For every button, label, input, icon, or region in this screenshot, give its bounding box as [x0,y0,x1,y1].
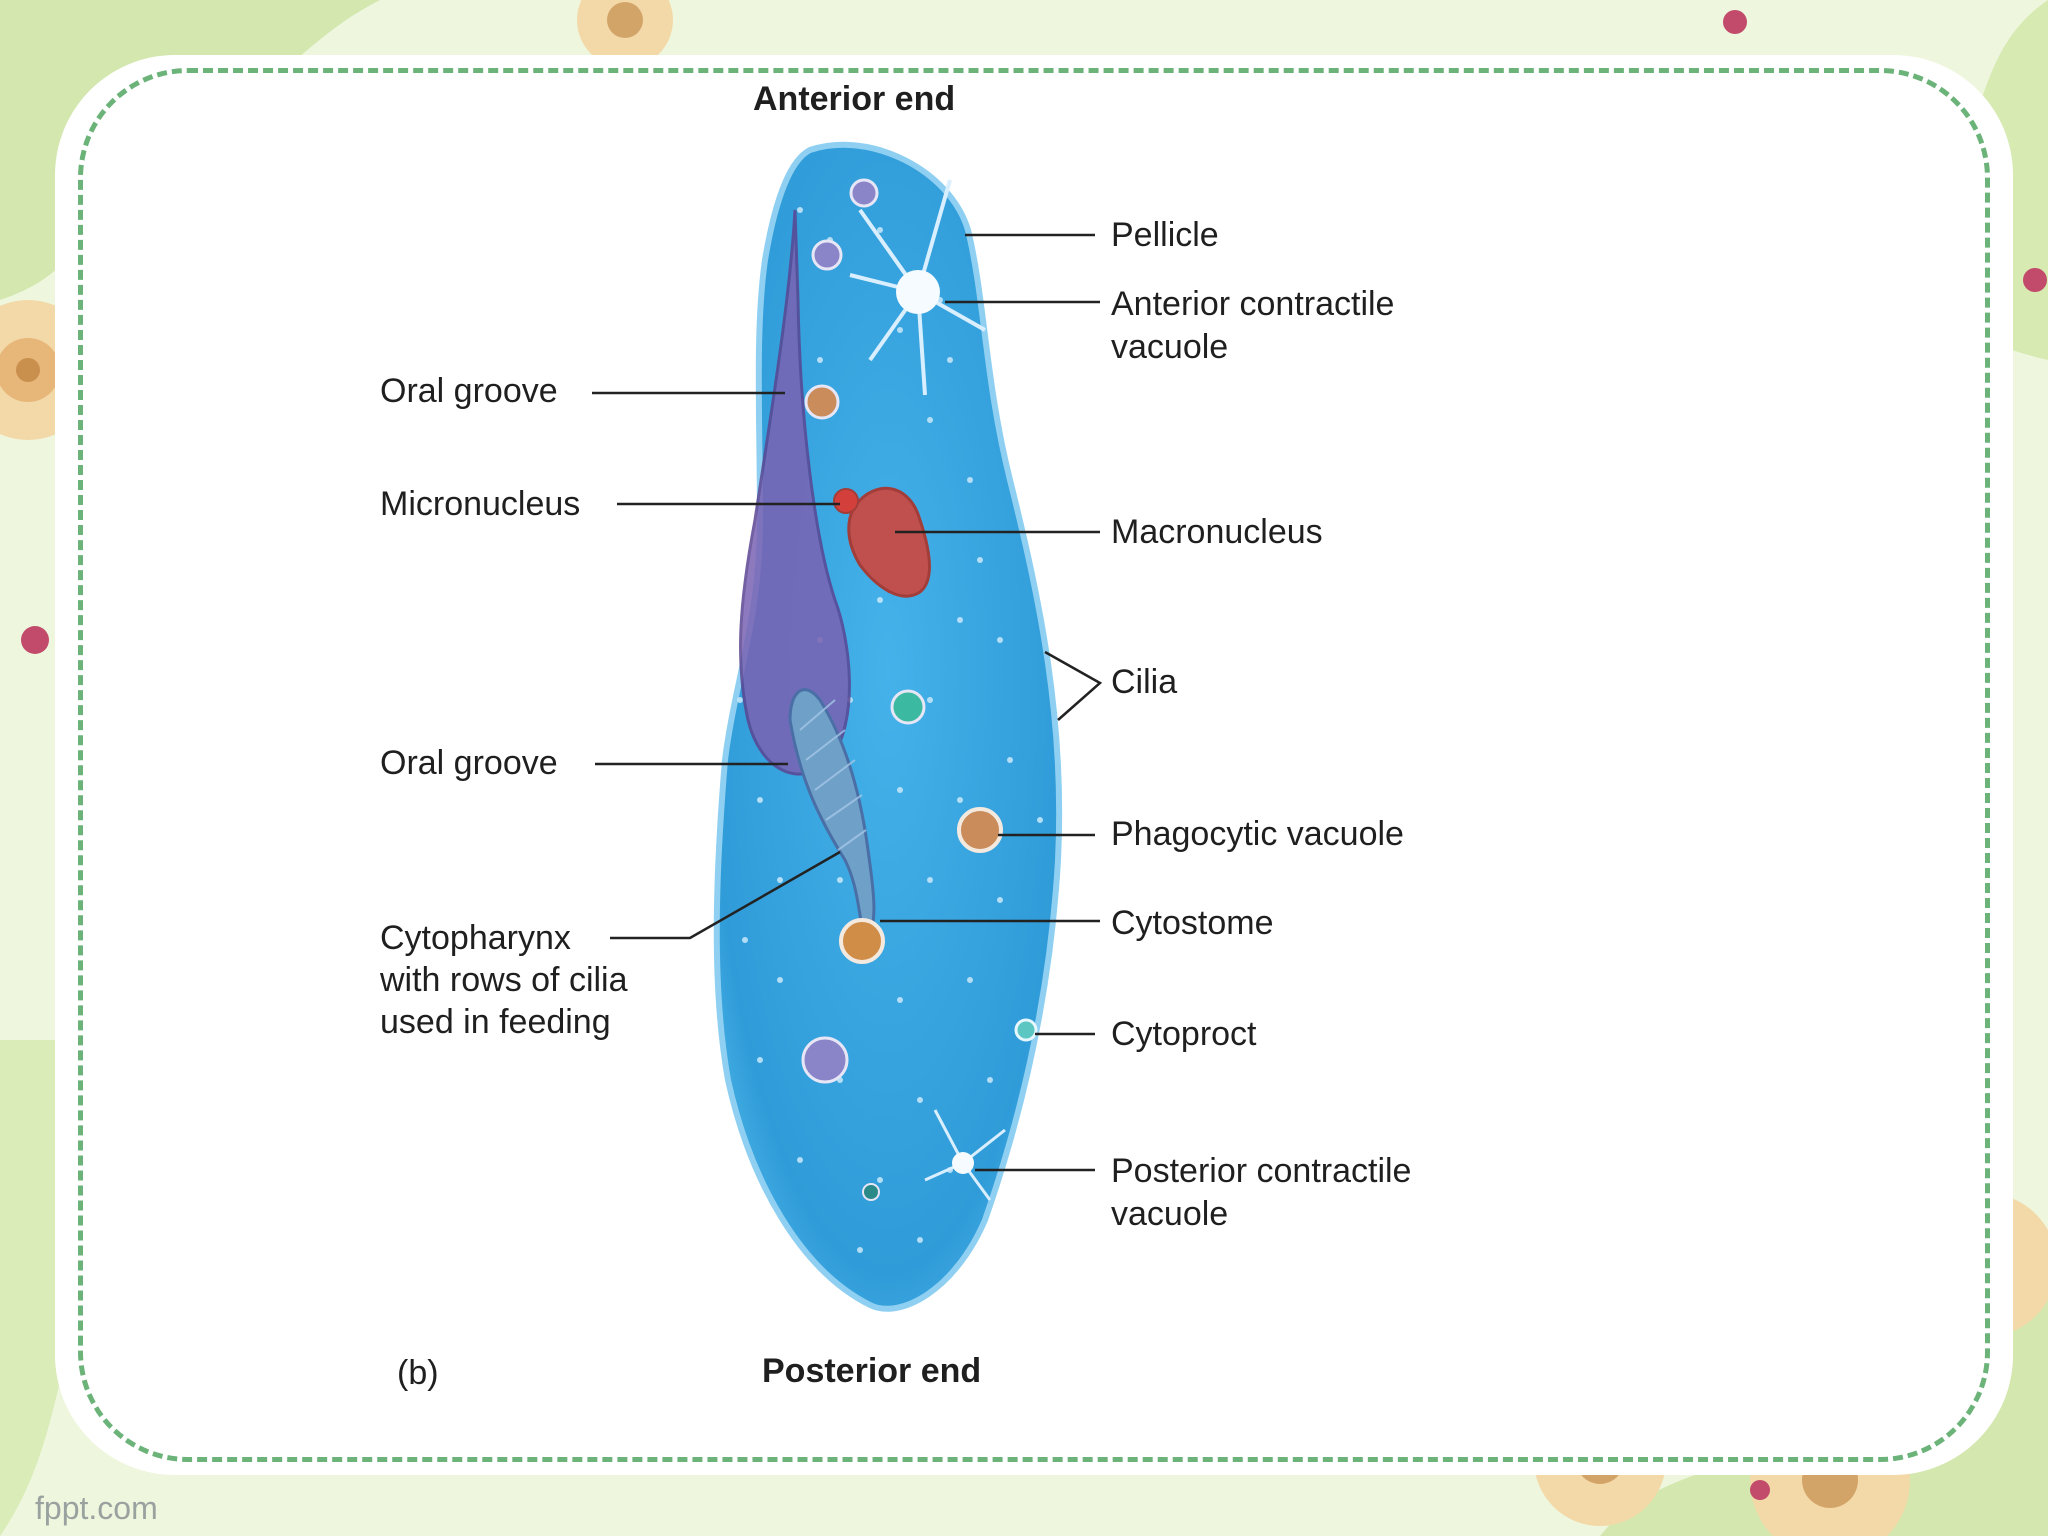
cytoplasm-granules [737,207,1043,1253]
label-oral-groove-lower: Oral groove [380,744,558,782]
posterior-end-label: Posterior end [762,1352,982,1390]
label-posterior-contractile-vacuole-line1: Posterior contractile [1111,1152,1412,1190]
macronucleus [847,486,931,598]
label-posterior-contractile-vacuole-line2: vacuole [1111,1195,1229,1233]
label-cytopharynx-line2: with rows of cilia [380,961,628,999]
label-pellicle: Pellicle [1111,216,1219,254]
oral-groove [739,209,851,776]
label-cytoproct: Cytoproct [1111,1015,1257,1053]
food-vacuoles [801,178,1003,1201]
label-cytostome: Cytostome [1111,904,1274,942]
posterior-contractile-vacuole [924,1109,1006,1201]
label-cilia: Cilia [1111,663,1178,701]
label-cytopharynx-line1: Cytopharynx [380,919,571,957]
leader-lines [592,233,1103,1172]
anterior-contractile-vacuole [849,179,986,396]
cytostome-vacuole [839,918,885,964]
label-cytopharynx-line3: used in feeding [380,1003,611,1041]
panel-tag: (b) [397,1354,439,1392]
label-anterior-contractile-vacuole-line1: Anterior contractile [1111,285,1395,323]
dashed-frame [78,68,1990,1462]
label-phagocytic-vacuole: Phagocytic vacuole [1111,815,1404,853]
flower-top [577,0,673,68]
label-macronucleus: Macronucleus [1111,513,1323,551]
cytoproct-pore [1014,1018,1038,1042]
micronucleus [833,488,859,514]
label-anterior-contractile-vacuole-line2: vacuole [1111,328,1229,366]
anterior-end-label: Anterior end [753,80,956,118]
watermark: fppt.com [35,1490,158,1526]
label-micronucleus: Micronucleus [380,485,581,523]
label-oral-groove-upper: Oral groove [380,372,558,410]
